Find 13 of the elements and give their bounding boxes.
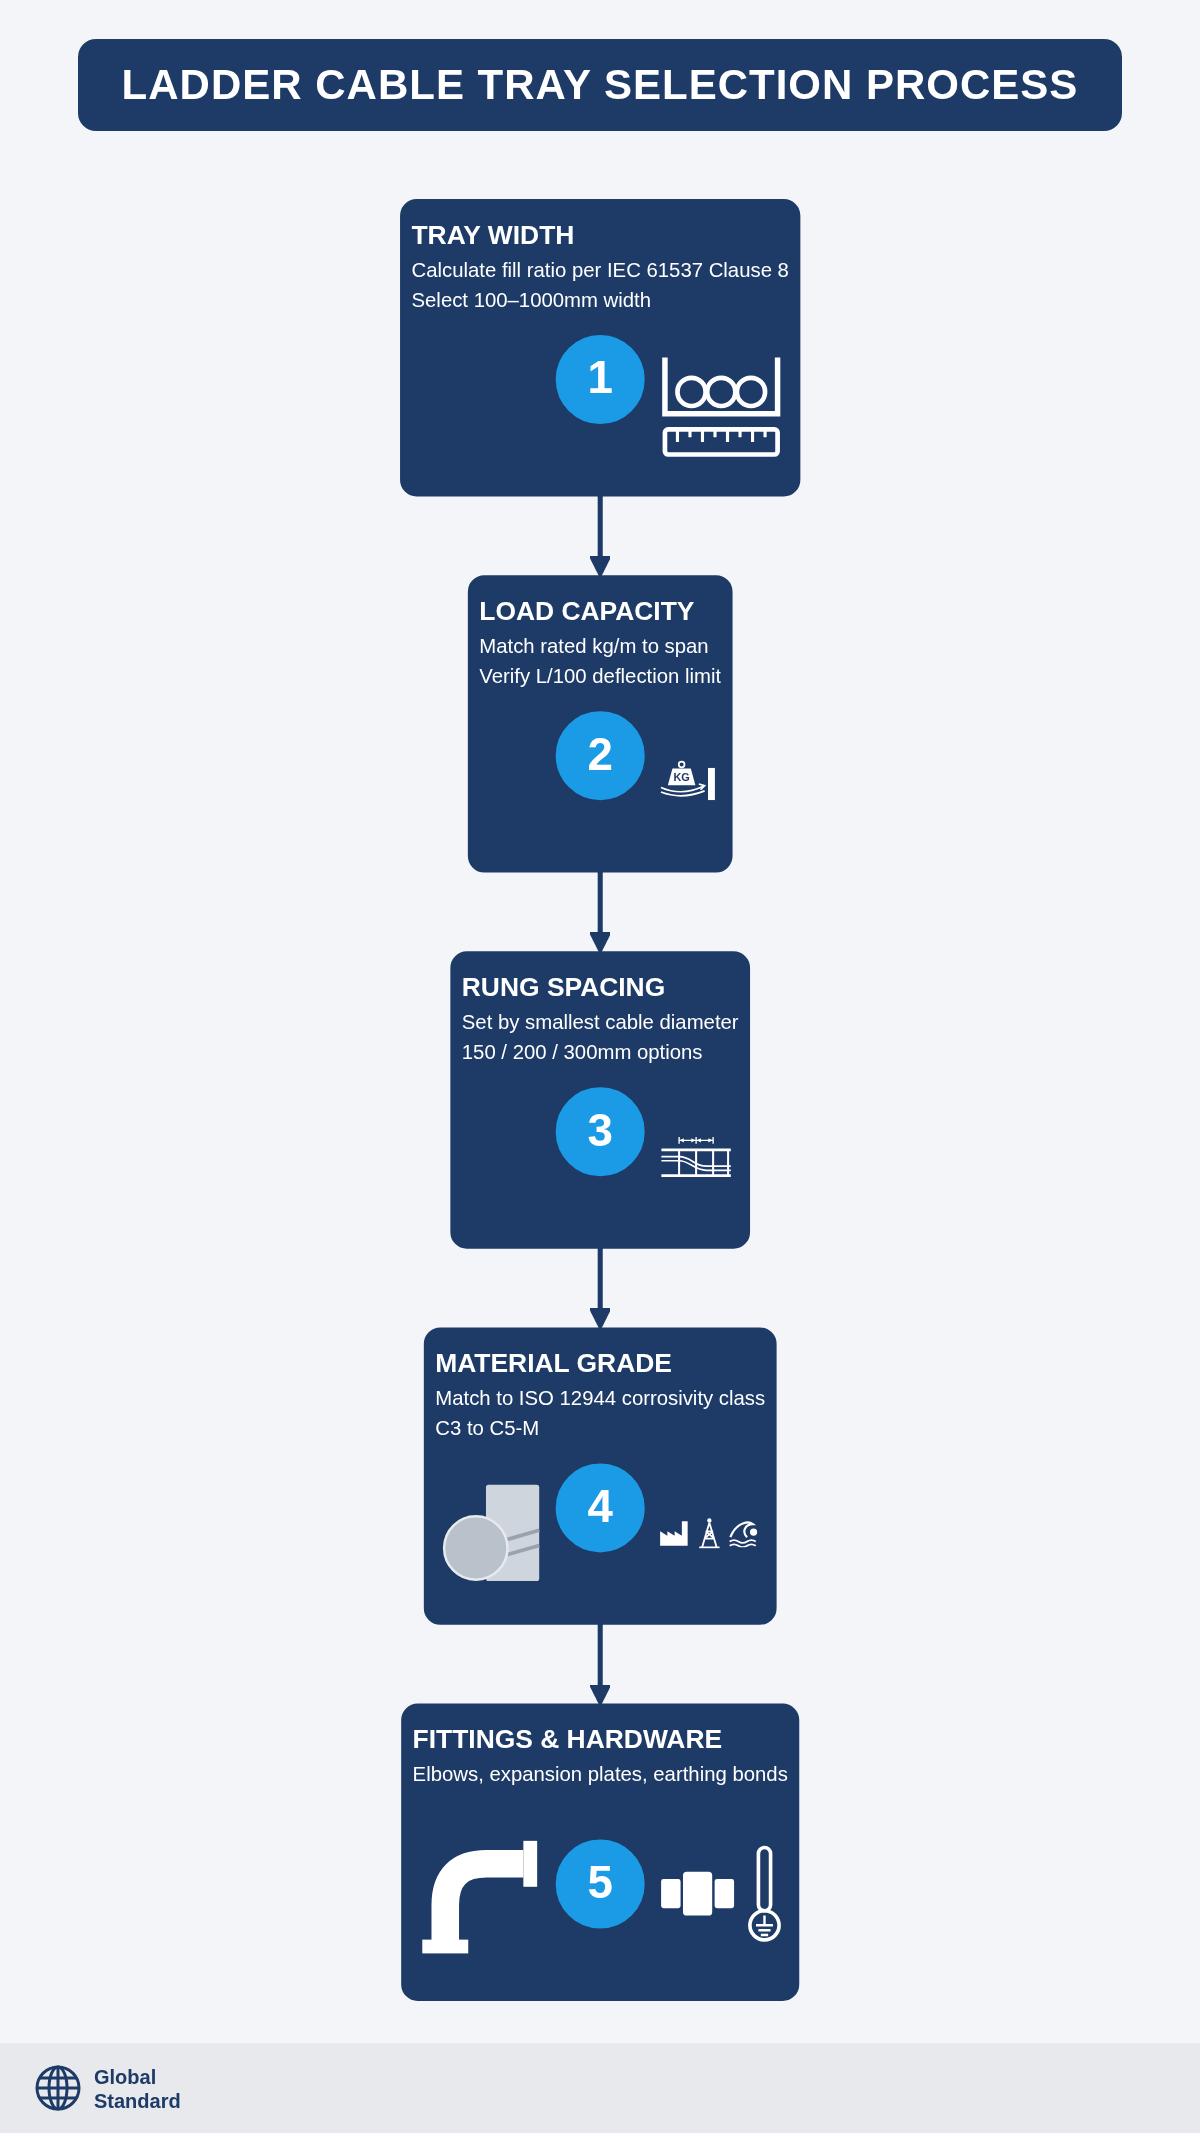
- step-description: TRAY WIDTH Calculate fill ratio per IEC 61537 Clause 8 Select 100–1000mm width: [411, 219, 789, 314]
- step-description: RUNG SPACING Set by smallest cable diameter 150 / 200 / 300mm options: [461, 971, 739, 1066]
- step-number: 4: [587, 1480, 613, 1535]
- step-number: 5: [587, 1856, 613, 1911]
- step-description: MATERIAL GRADE Match to ISO 12944 corrosivity class C3 to C5-M: [435, 1348, 765, 1442]
- step-description: LOAD CAPACITY Match rated kg/m to span Verify L/100 deflection limit: [479, 595, 721, 690]
- step-description: FITTINGS & HARDWARE Elbows, expansion plates, earthing bonds: [412, 1724, 788, 1788]
- step-number: 2: [587, 727, 613, 782]
- title-banner: LADDER CABLE TRAY SELECTION PROCESS: [77, 39, 1123, 131]
- step-number: 1: [587, 351, 613, 406]
- unit-label: KG: [673, 771, 690, 784]
- footer-label: Global Standard: [94, 2065, 182, 2113]
- step-number: 3: [587, 1104, 613, 1158]
